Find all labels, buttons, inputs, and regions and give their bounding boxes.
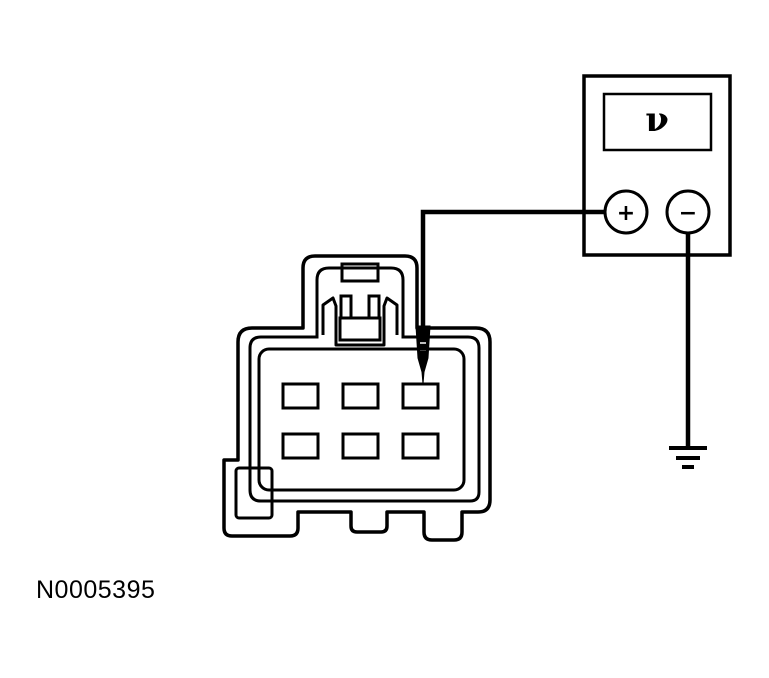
positive-test-lead — [420, 209, 605, 328]
connector-side-latch — [234, 466, 274, 520]
connector-face — [257, 347, 466, 492]
terminal-cavity-4 — [281, 432, 320, 460]
figure-reference-id: N0005395 — [36, 576, 156, 604]
voltmeter-display-symbol: ν — [645, 100, 669, 140]
terminal-cavity-5 — [341, 432, 380, 460]
ground-symbol-icon — [669, 446, 707, 469]
connector-lock-tab — [321, 262, 399, 347]
probe-tip-icon — [415, 325, 431, 385]
terminal-cavity-2 — [341, 382, 380, 410]
connector — [222, 254, 492, 542]
negative-terminal-symbol: − — [679, 201, 697, 226]
voltmeter-display — [602, 92, 713, 152]
terminal-cavity-3 — [401, 382, 440, 410]
voltmeter-icon: ν + − — [582, 74, 732, 257]
terminal-cavity-1 — [281, 382, 320, 410]
connector-housing-inner — [248, 266, 481, 503]
terminal-cavity-6 — [401, 432, 440, 460]
connector-housing-outer — [222, 254, 492, 542]
voltmeter-body — [582, 74, 732, 257]
positive-terminal-symbol: + — [617, 201, 635, 226]
